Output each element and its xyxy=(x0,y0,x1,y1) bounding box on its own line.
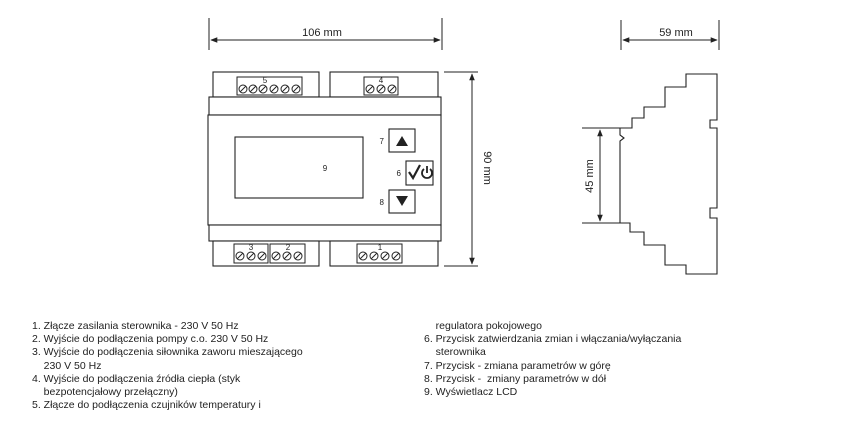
legend-item: 5. Złącze do podłączenia czujników tempe… xyxy=(32,399,261,412)
lcd-display-label: 9 xyxy=(323,164,328,173)
arrow-up-icon xyxy=(396,136,408,146)
width-dimension xyxy=(208,18,443,50)
side-width-dimension xyxy=(620,20,720,50)
legend-item: 3. Wyjście do podłączenia siłownika zawo… xyxy=(32,346,303,359)
terminal-4-label: 4 xyxy=(379,76,384,85)
terminal-5-screws xyxy=(238,84,301,94)
lcd-display xyxy=(234,136,364,199)
legend-item: 6. Przycisk zatwierdzania zmian i włącza… xyxy=(424,333,682,346)
side-height-dimension xyxy=(582,127,620,224)
device-side-profile xyxy=(619,73,718,275)
ok-button-number: 6 xyxy=(397,169,402,178)
legend-item: 4. Wyjście do podłączenia źródła ciepła … xyxy=(32,372,241,385)
down-button-number: 8 xyxy=(380,198,385,207)
arrow-down-icon xyxy=(396,196,408,206)
side-height-label: 45 mm xyxy=(584,159,596,193)
side-width-label: 59 mm xyxy=(659,27,693,39)
legend-item: 2. Wyjście do podłączenia pompy c.o. 230… xyxy=(32,333,269,346)
terminal-5-label: 5 xyxy=(263,76,268,85)
legend-item: 9. Wyświetlacz LCD xyxy=(424,386,518,399)
terminal-3-label: 3 xyxy=(249,243,254,252)
legend-item: 1. Złącze zasilania sterownika - 230 V 5… xyxy=(32,320,239,332)
power-icon xyxy=(421,166,433,179)
terminal-1-label: 1 xyxy=(378,243,383,252)
terminal-2 xyxy=(269,243,306,264)
legend-right: regulatora pokojowego 6. Przycisk zatwie… xyxy=(424,320,784,399)
height-dimension xyxy=(444,71,478,267)
terminal-1 xyxy=(356,243,403,264)
terminal-3 xyxy=(233,243,269,264)
legend-item: sterownika xyxy=(424,346,486,359)
terminal-2-label: 2 xyxy=(286,243,291,252)
legend-item: bezpotencjałowy przełączny) xyxy=(32,386,178,399)
legend-left: 1. Złącze zasilania sterownika - 230 V 5… xyxy=(32,320,412,412)
width-label: 106 mm xyxy=(302,27,342,39)
legend-item: 230 V 50 Hz xyxy=(32,359,102,372)
legend-item: regulatora pokojowego xyxy=(424,320,542,332)
height-label: 90 mm xyxy=(481,151,493,185)
legend-item: 8. Przycisk - zmiany parametrów w dół xyxy=(424,372,607,385)
terminal-4 xyxy=(363,76,399,96)
up-button-number: 7 xyxy=(380,137,385,146)
terminal-5 xyxy=(236,76,303,96)
legend-item: 7. Przycisk - zmiana parametrów w górę xyxy=(424,359,611,372)
check-icon xyxy=(408,164,421,181)
device-diagram: 106 mm 90 mm 5 4 xyxy=(207,18,720,275)
